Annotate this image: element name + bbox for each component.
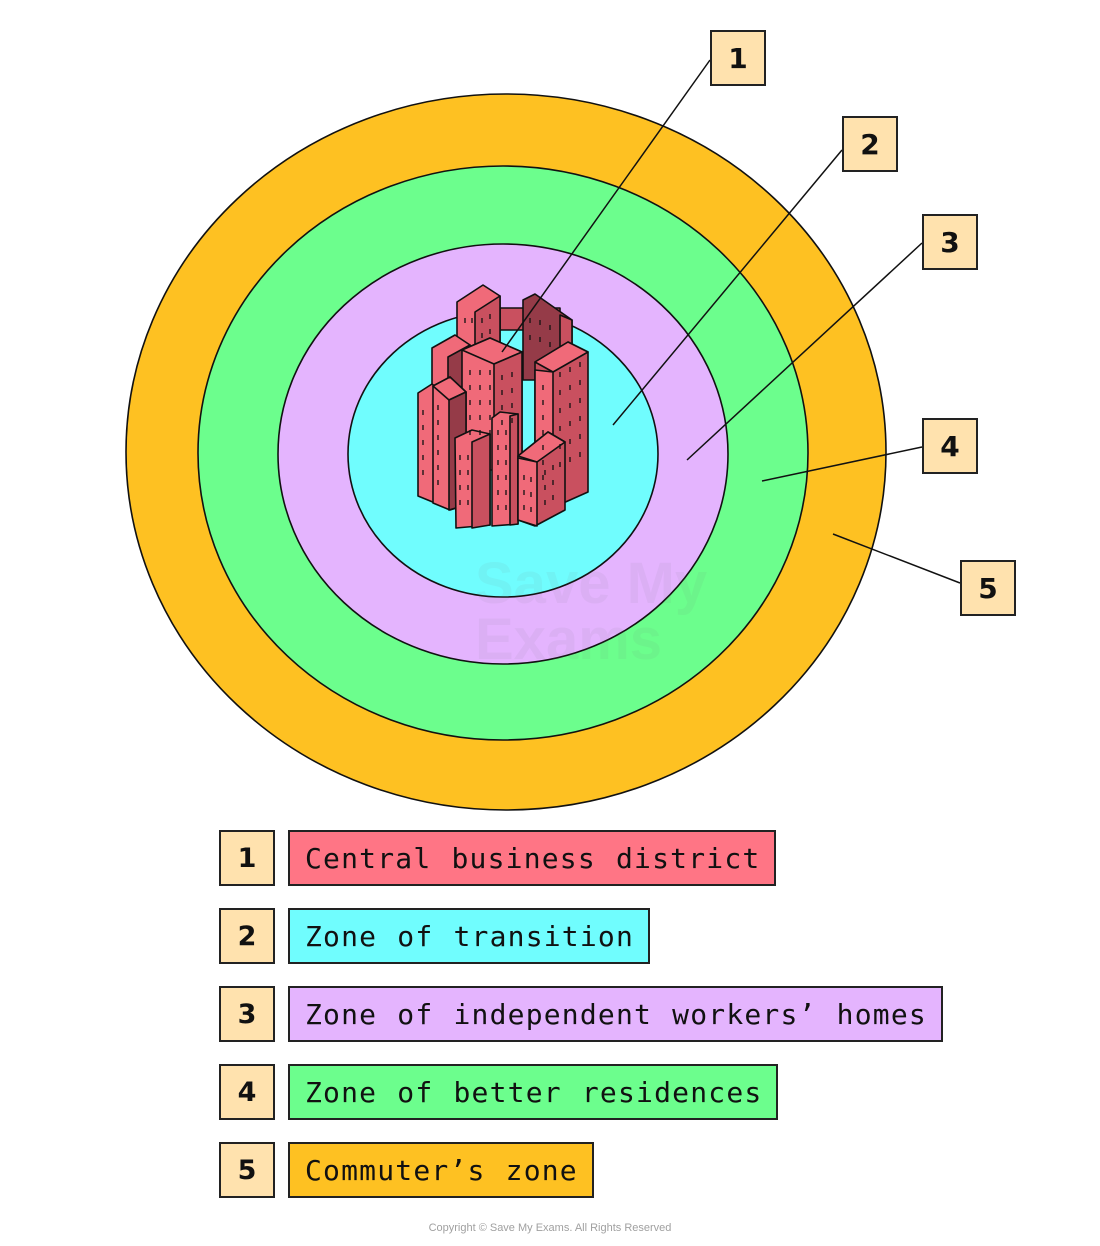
callout-4: 4: [922, 418, 978, 474]
legend-label: Central business district: [288, 830, 777, 886]
legend-label: Commuter’s zone: [288, 1142, 594, 1198]
leader-line-2: [612, 149, 843, 426]
legend-number: 1: [219, 830, 275, 886]
cbd-buildings-icon: [417, 284, 589, 529]
concentric-zone-diagram: [125, 59, 961, 811]
leader-line-3: [686, 242, 923, 461]
copyright-footer: Copyright © Save My Exams. All Rights Re…: [428, 1222, 672, 1234]
legend-item-5: 5 Commuter’s zone: [219, 1141, 594, 1199]
legend-label: Zone of better residences: [288, 1064, 779, 1120]
legend-number: 2: [219, 908, 275, 964]
legend-number: 4: [219, 1064, 275, 1120]
leader-line-5: [832, 533, 961, 584]
callout-1: 1: [710, 30, 766, 86]
legend-number: 3: [219, 986, 275, 1042]
legend-number: 5: [219, 1142, 275, 1198]
callout-5: 5: [960, 560, 1016, 616]
legend-item-1: 1 Central business district: [219, 829, 777, 887]
leader-line-4: [761, 446, 923, 482]
legend-label: Zone of independent workers’ homes: [288, 986, 943, 1042]
legend-item-2: 2 Zone of transition: [219, 907, 651, 965]
callout-3: 3: [922, 214, 978, 270]
callout-2: 2: [842, 116, 898, 172]
leader-line-1: [501, 59, 711, 353]
legend-item-4: 4 Zone of better residences: [219, 1063, 779, 1121]
legend-label: Zone of transition: [288, 908, 651, 964]
legend-item-3: 3 Zone of independent workers’ homes: [219, 985, 943, 1043]
